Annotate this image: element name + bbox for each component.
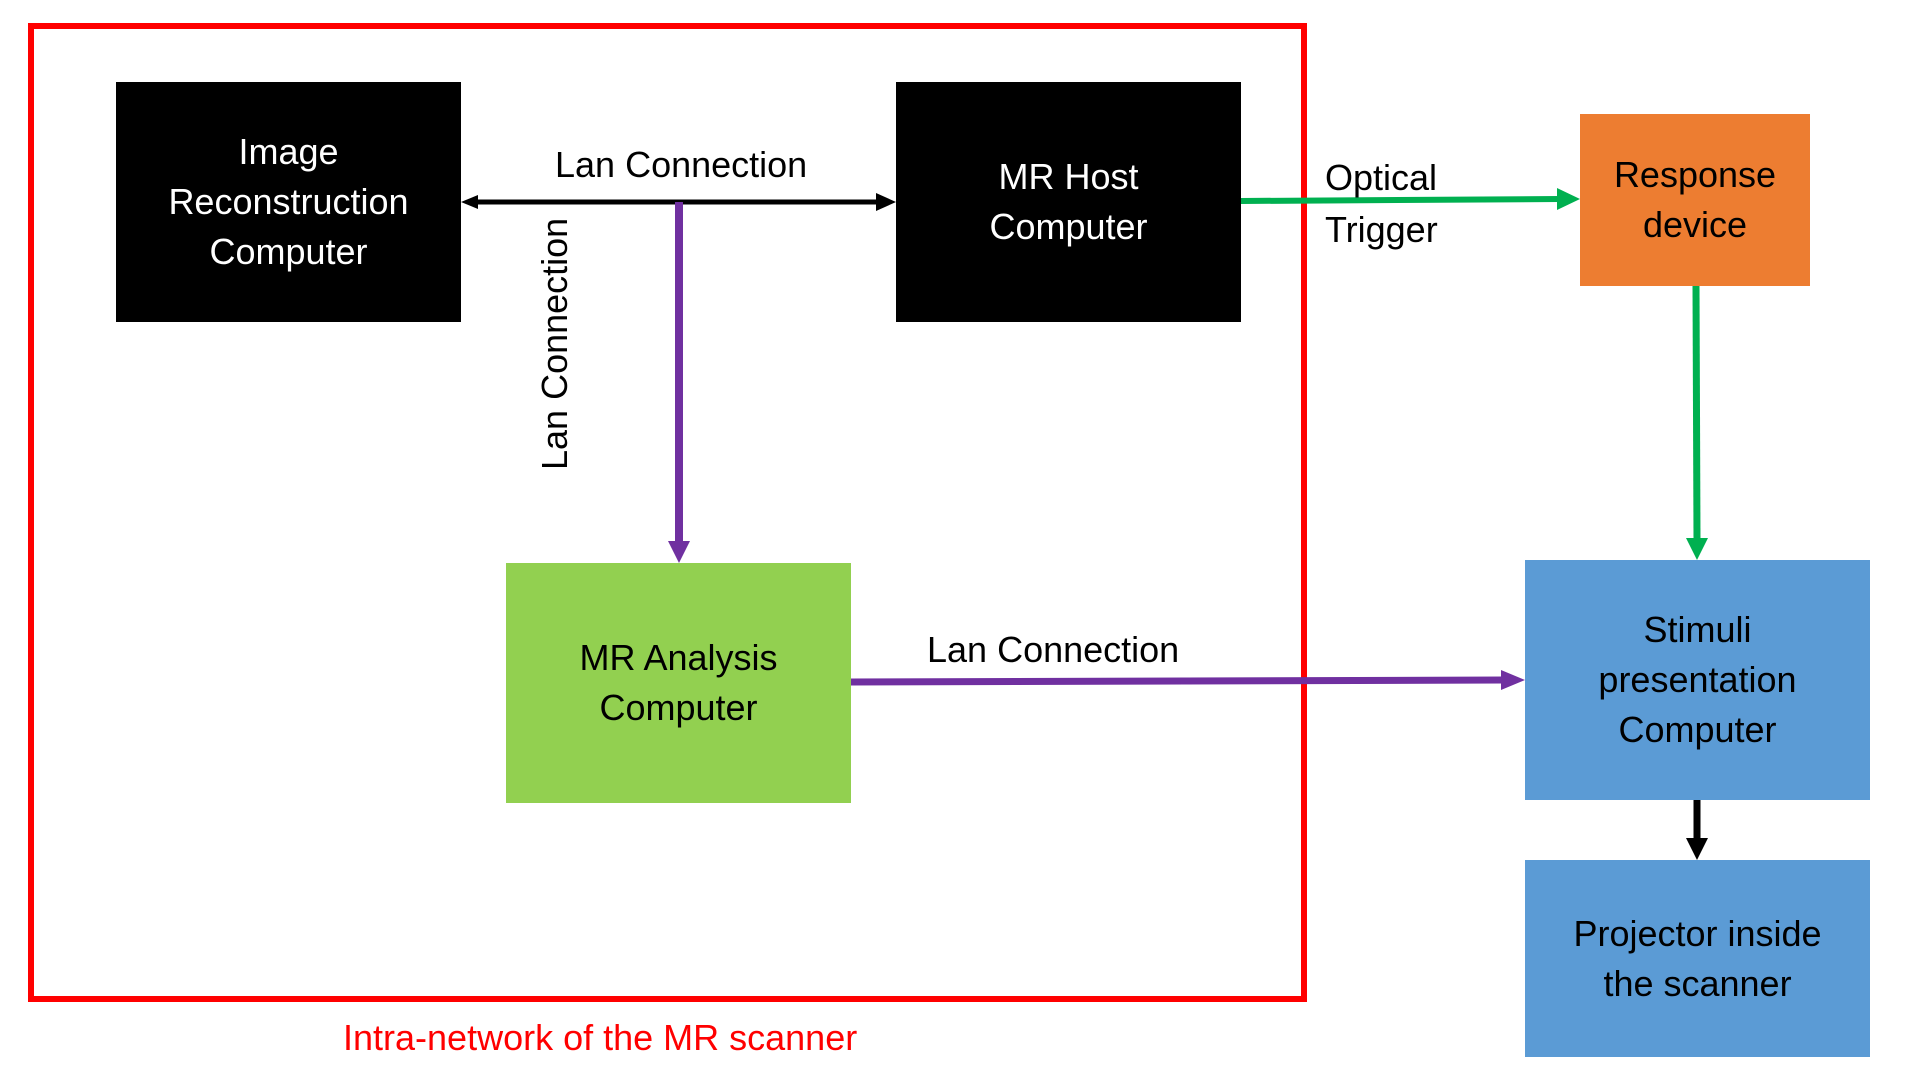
node-label: Stimuli presentation Computer [1598, 609, 1797, 750]
response-device-node: Response device [1580, 114, 1810, 286]
node-label: Projector inside the scanner [1573, 912, 1822, 1004]
edge-response-stimuli [1692, 285, 1701, 541]
node-label: MR Host Computer [989, 156, 1148, 247]
image-reconstruction-computer-node: Image Reconstruction Computer [116, 82, 461, 322]
mr-scanner-intranetwork-frame [28, 23, 1307, 1002]
node-label: MR Analysis Computer [579, 637, 778, 728]
edge-label-lan-bottom: Lan Connection [927, 629, 1180, 670]
node-label: Response device [1613, 154, 1777, 245]
node-label: Image Reconstruction Computer [168, 131, 409, 272]
edge-label-optical-trigger: Optical Trigger [1325, 157, 1438, 250]
mr-host-computer-node: MR Host Computer [896, 82, 1241, 322]
arrowhead-right-response [1557, 188, 1580, 210]
group-caption: Intra-network of the MR scanner [343, 1017, 858, 1058]
edge-label-lan-top: Lan Connection [555, 144, 808, 185]
edge-label-lan-vertical: Lan Connection [534, 217, 575, 470]
arrowhead-down-stimuli [1686, 538, 1708, 560]
stimuli-presentation-computer-node: Stimuli presentation Computer [1525, 560, 1870, 800]
projector-inside-scanner-node: Projector inside the scanner [1525, 860, 1870, 1057]
arrowhead-down-projector [1686, 838, 1708, 860]
mr-analysis-computer-node: MR Analysis Computer [506, 563, 851, 803]
arrowhead-right-stimuli [1501, 670, 1525, 690]
